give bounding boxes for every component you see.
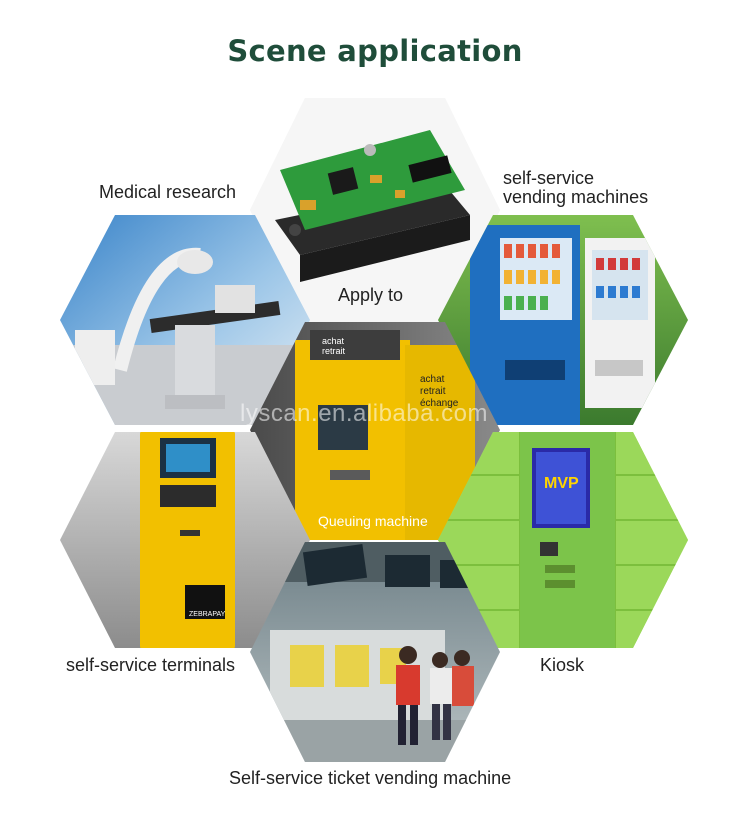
queuing-screen xyxy=(318,405,368,450)
hexagon-self-service-terminals: ZEBRAPAY xyxy=(60,432,310,648)
label-ticket-vending: Self-service ticket vending machine xyxy=(229,768,512,788)
queue-sign-text-1: achat xyxy=(322,336,345,346)
hexagon-kiosk: MVP xyxy=(438,432,688,648)
kiosk-screen-text: MVP xyxy=(544,475,579,492)
person-red-vest xyxy=(396,665,420,705)
page-title: Scene application xyxy=(227,34,523,68)
ticket-machine-screen-1 xyxy=(290,645,324,687)
terminal-logo-plate xyxy=(185,585,225,619)
label-vending-line2: vending machines xyxy=(503,187,649,207)
watermark-text: lyscan.en.alibaba.com xyxy=(240,400,488,427)
terminal-brand-text: ZEBRAPAY xyxy=(189,611,226,618)
label-queuing-machine: Queuing machine xyxy=(318,513,428,529)
queue-side-sign-1: achat xyxy=(420,374,445,385)
queue-side-sign-3: échange xyxy=(420,398,459,409)
label-kiosk: Kiosk xyxy=(540,655,585,675)
label-self-service-terminals: self-service terminals xyxy=(66,655,236,675)
queue-side-sign-2: retrait xyxy=(420,386,446,397)
queue-sign-text-2: retrait xyxy=(322,346,346,356)
hexagon-apply-to xyxy=(250,98,500,322)
ticket-machine-screen-2 xyxy=(335,645,369,687)
label-vending-line1: self-service xyxy=(503,168,595,188)
hexagon-vending-machines xyxy=(438,215,688,425)
label-medical-research: Medical research xyxy=(99,182,237,202)
hexagon-queuing-machine: achat retrait achat retrait échange xyxy=(250,322,500,540)
label-apply-to: Apply to xyxy=(338,285,404,305)
